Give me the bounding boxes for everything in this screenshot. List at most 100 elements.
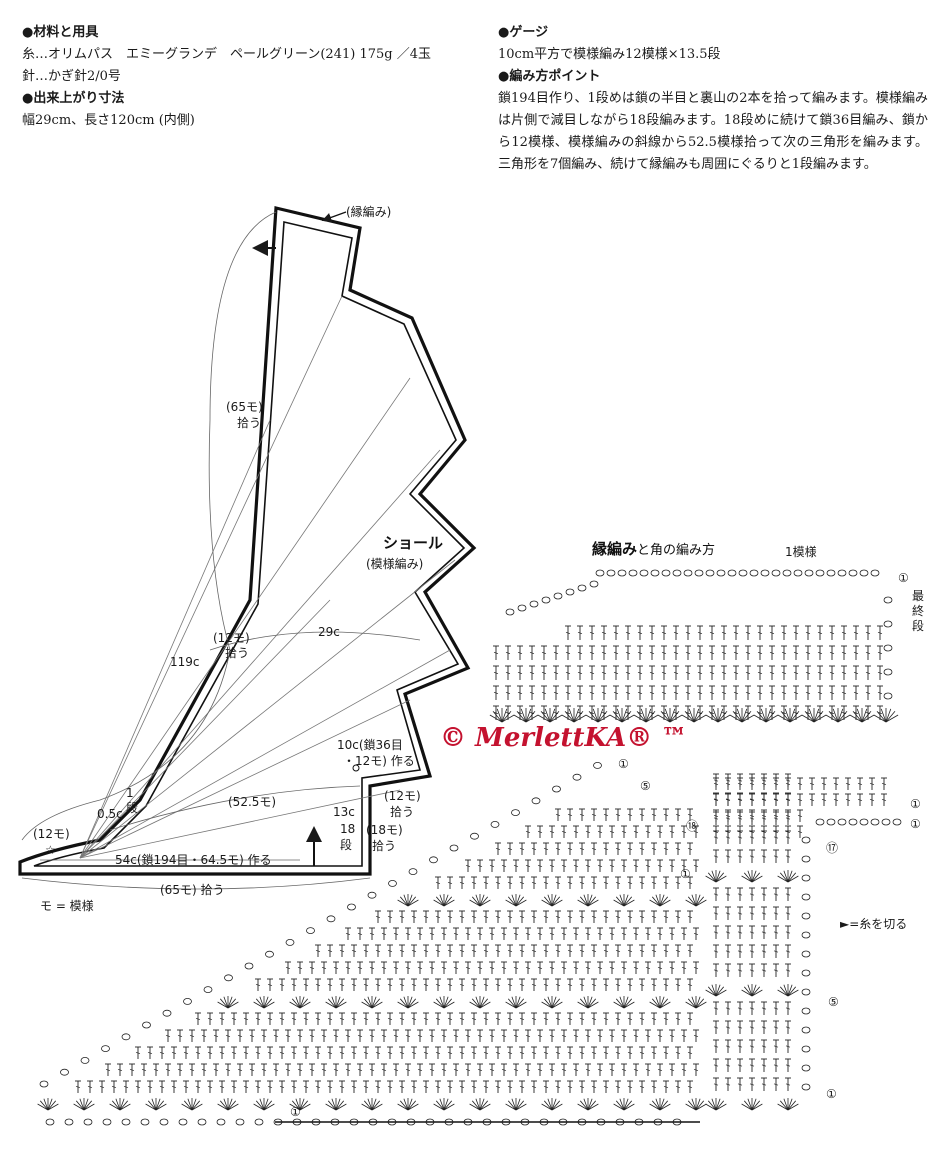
fan-stitch bbox=[299, 1103, 311, 1111]
picot bbox=[826, 818, 836, 826]
star-mark: ☆ bbox=[45, 843, 56, 857]
fan-stitch bbox=[623, 894, 629, 907]
picot bbox=[848, 569, 858, 577]
fan-stitch bbox=[715, 875, 727, 883]
chart-row-5-top: ⑤ bbox=[640, 779, 651, 793]
stitch-tick bbox=[375, 916, 381, 918]
stitch-tick bbox=[591, 1052, 597, 1054]
stitch-tick bbox=[669, 933, 675, 935]
stitch-tick bbox=[315, 984, 321, 986]
stitch-tick bbox=[733, 691, 739, 695]
stitch-tick bbox=[591, 1018, 597, 1020]
stitch-tick bbox=[657, 865, 663, 867]
fan-stitch bbox=[227, 998, 237, 1009]
fan-stitch bbox=[619, 894, 625, 907]
picot bbox=[694, 569, 704, 577]
fan-stitch bbox=[259, 1098, 265, 1111]
fan-stitch bbox=[813, 708, 820, 723]
stitch-tick bbox=[601, 671, 607, 675]
stitch-tick bbox=[303, 984, 309, 986]
fan-stitch bbox=[573, 714, 587, 723]
stitch-tick bbox=[399, 1052, 405, 1054]
stitch-tick bbox=[725, 1083, 731, 1086]
stitch-tick bbox=[483, 1018, 489, 1020]
stitch-tick bbox=[399, 1018, 405, 1020]
fan-stitch bbox=[832, 708, 839, 723]
stitch-tick bbox=[213, 1035, 219, 1037]
stitch-tick bbox=[477, 865, 483, 867]
stitch-tick bbox=[639, 882, 645, 884]
stitch-tick bbox=[663, 950, 669, 952]
stitch-tick bbox=[519, 1086, 525, 1088]
stitch-tick bbox=[725, 912, 731, 915]
fan-stitch bbox=[729, 714, 743, 723]
stitch-tick bbox=[673, 671, 679, 675]
stitch-tick bbox=[737, 799, 743, 801]
stitch-tick bbox=[555, 984, 561, 986]
stitch-tick bbox=[237, 1069, 243, 1071]
picot bbox=[859, 818, 869, 826]
stitch-tick bbox=[681, 865, 687, 867]
fan-stitch bbox=[263, 1098, 269, 1111]
stitch-tick bbox=[773, 855, 779, 858]
fan-stitch bbox=[227, 1100, 237, 1111]
fan-stitch bbox=[255, 1100, 265, 1111]
stitch-tick bbox=[333, 1035, 339, 1037]
fan-stitch bbox=[363, 1100, 373, 1111]
stitch-tick bbox=[769, 651, 775, 655]
picot bbox=[121, 1033, 131, 1041]
picot bbox=[531, 797, 541, 805]
stitch-tick bbox=[411, 1086, 417, 1088]
fan-stitch bbox=[705, 1103, 717, 1111]
stitch-tick bbox=[363, 1086, 369, 1088]
fan-stitch bbox=[659, 894, 665, 907]
fan-stitch bbox=[227, 1001, 239, 1009]
fan-stitch bbox=[777, 989, 789, 997]
fan-stitch bbox=[787, 875, 799, 883]
fan-stitch bbox=[715, 1100, 725, 1111]
fan-stitch bbox=[551, 998, 561, 1009]
stitch-tick bbox=[483, 1052, 489, 1054]
fan-stitch bbox=[181, 1103, 193, 1111]
stitch-tick bbox=[675, 1018, 681, 1020]
stitch-tick bbox=[785, 1064, 791, 1067]
stitch-tick bbox=[423, 1018, 429, 1020]
stitch-tick bbox=[189, 1035, 195, 1037]
stitch-tick bbox=[423, 950, 429, 952]
stitch-tick bbox=[123, 1086, 129, 1088]
stitch-tick bbox=[881, 783, 887, 785]
fan-stitch bbox=[619, 996, 625, 1009]
stitch-tick bbox=[615, 814, 621, 816]
stitch-tick bbox=[267, 1018, 273, 1020]
picot bbox=[235, 1118, 245, 1126]
stitch-tick bbox=[207, 1018, 213, 1020]
stitch-tick bbox=[603, 984, 609, 986]
picot bbox=[683, 569, 693, 577]
fan-stitch bbox=[516, 711, 527, 723]
fan-stitch bbox=[837, 711, 848, 723]
fan-stitch bbox=[371, 996, 377, 1009]
stitch-tick bbox=[591, 984, 597, 986]
fan-stitch bbox=[479, 1103, 491, 1111]
stitch-tick bbox=[273, 1035, 279, 1037]
stitch-tick bbox=[417, 967, 423, 969]
stitch-tick bbox=[733, 631, 739, 635]
picot bbox=[244, 962, 254, 970]
stitch-tick bbox=[543, 916, 549, 918]
stitch-tick bbox=[709, 651, 715, 655]
stitch-tick bbox=[781, 711, 787, 715]
stitch-tick bbox=[429, 933, 435, 935]
picot bbox=[183, 998, 192, 1005]
stitch-tick bbox=[369, 1035, 375, 1037]
fan-stitch bbox=[403, 1098, 409, 1111]
materials-heading: ●材料と用具 bbox=[22, 25, 99, 40]
stitch-tick bbox=[817, 651, 823, 655]
stitch-tick bbox=[447, 950, 453, 952]
stitch-tick bbox=[243, 1052, 249, 1054]
stitch-tick bbox=[171, 1086, 177, 1088]
fan-stitch bbox=[187, 1098, 193, 1111]
fan-stitch bbox=[577, 899, 589, 907]
stitch-tick bbox=[761, 1083, 767, 1086]
stitch-tick bbox=[675, 882, 681, 884]
stitch-tick bbox=[721, 651, 727, 655]
